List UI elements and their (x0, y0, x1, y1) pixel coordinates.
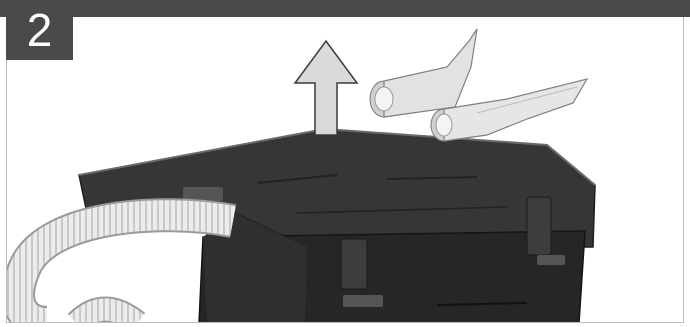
arrow-up-icon (295, 41, 357, 135)
step-illustration (6, 17, 684, 323)
crevice-nozzle-icon (370, 29, 587, 141)
step-number: 2 (27, 7, 53, 53)
header-bar (0, 0, 690, 17)
step-number-badge: 2 (6, 0, 73, 60)
